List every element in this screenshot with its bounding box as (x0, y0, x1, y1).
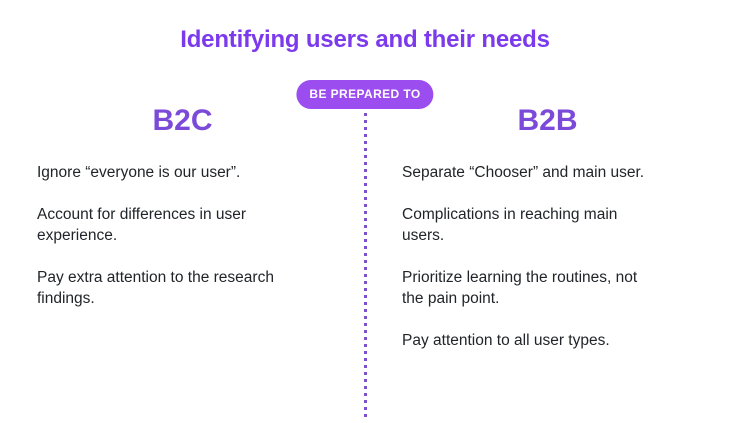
be-prepared-badge: BE PREPARED TO (296, 80, 434, 109)
b2b-item-list: Separate “Chooser” and main user. Compli… (402, 162, 722, 351)
b2b-heading: B2B (517, 104, 578, 137)
list-item: Pay attention to all user types. (402, 332, 610, 349)
list-item: Account for differences in user experien… (37, 206, 247, 244)
list-item: Separate “Chooser” and main user. (402, 164, 645, 181)
list-item: Prioritize learning the routines, not th… (402, 269, 638, 307)
b2b-column: B2B Separate “Chooser” and main user. Co… (365, 103, 730, 372)
b2c-item-list: Ignore “everyone is our user”. Account f… (37, 162, 357, 309)
page-title: Identifying users and their needs (180, 26, 550, 53)
list-item: Ignore “everyone is our user”. (37, 164, 241, 181)
list-item: Pay extra attention to the research find… (37, 269, 274, 307)
b2c-column: B2C Ignore “everyone is our user”. Accou… (0, 103, 365, 330)
vertical-dotted-divider (364, 113, 367, 420)
list-item: Complications in reaching main users. (402, 206, 618, 244)
b2c-heading: B2C (152, 104, 213, 137)
